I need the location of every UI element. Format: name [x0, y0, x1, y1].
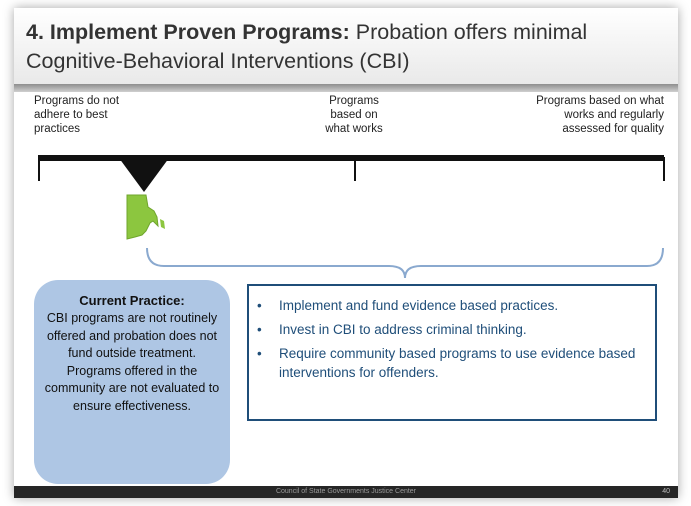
- title-heading-rest: Probation offers minimal Cognitive-Behav…: [26, 20, 588, 73]
- current-practice-box: Current Practice: CBI programs are not r…: [34, 280, 230, 484]
- recommendation-bracket: [146, 247, 664, 279]
- bullet-icon: •: [257, 346, 262, 361]
- bullet-icon: •: [257, 298, 262, 313]
- title-divider: [14, 84, 678, 92]
- page-number: 40: [662, 488, 670, 495]
- scale-tick-middle: [354, 157, 356, 181]
- title-band: [14, 8, 678, 84]
- current-practice-text: CBI programs are not routinely offered a…: [44, 311, 220, 413]
- recommendation-item: • Invest in CBI to address criminal thin…: [257, 322, 527, 337]
- scale-label-middle: Programs based on what works: [325, 95, 383, 135]
- footer-organization: Council of State Governments Justice Cen…: [275, 488, 417, 495]
- recommendation-item: • Require community based programs to us…: [257, 346, 636, 380]
- rhode-island-state-icon: [126, 194, 165, 240]
- recommendation-item: • Implement and fund evidence based prac…: [257, 298, 559, 313]
- slide-title: 4. Implement Proven Programs: Probation …: [26, 18, 676, 76]
- scale-label-left: Programs do not adhere to best practices: [34, 95, 120, 135]
- scale-label-right: Programs based on what works and regular…: [536, 95, 664, 135]
- scale-tick-left: [38, 157, 40, 181]
- position-marker-icon: [119, 158, 169, 192]
- scale-tick-right: [663, 157, 665, 181]
- recommendations-box: • Implement and fund evidence based prac…: [247, 284, 657, 421]
- slide-footer: Council of State Governments Justice Cen…: [14, 486, 678, 498]
- slide: 4. Implement Proven Programs: Probation …: [14, 8, 678, 498]
- bullet-icon: •: [257, 322, 262, 337]
- title-heading-bold: 4. Implement Proven Programs:: [26, 20, 350, 44]
- current-practice-title: Current Practice:: [79, 293, 185, 308]
- recommendations-list: • Implement and fund evidence based prac…: [249, 296, 655, 382]
- scale-line: [38, 155, 664, 161]
